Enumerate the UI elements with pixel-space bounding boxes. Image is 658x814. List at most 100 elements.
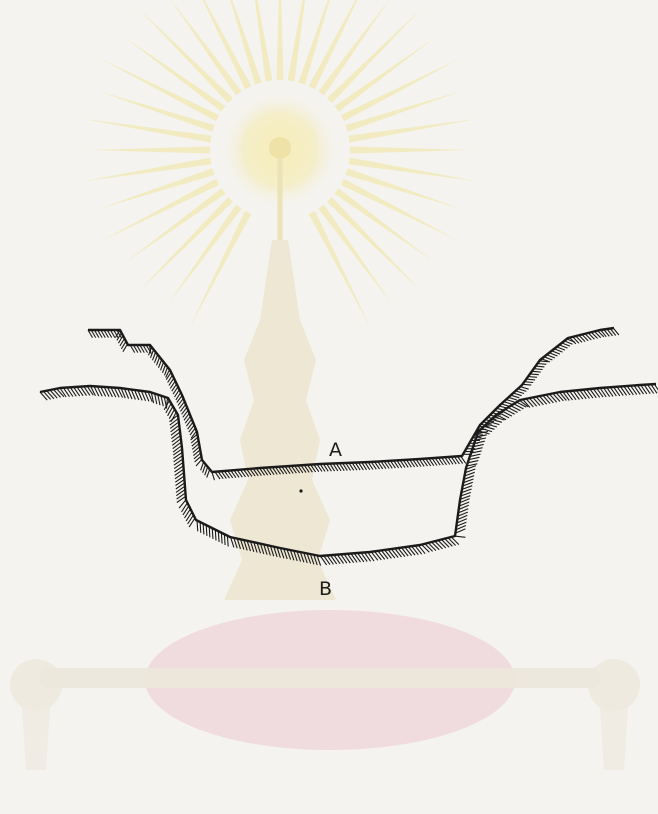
hatch-stroke	[516, 391, 525, 394]
hatch-stroke	[63, 388, 69, 397]
hatch-stroke	[532, 371, 541, 372]
hatch-stroke	[67, 388, 73, 397]
hatch-stroke	[560, 392, 567, 400]
hatch-stroke	[499, 406, 508, 408]
hatch-stroke	[221, 533, 222, 544]
hatch-stroke	[175, 469, 184, 475]
hatch-stroke	[173, 452, 182, 458]
hatch-stroke	[448, 538, 456, 546]
hatch-stroke	[175, 476, 184, 482]
hatch-stroke	[557, 347, 565, 350]
hatch-stroke	[641, 385, 647, 394]
hatch-stroke	[536, 397, 543, 405]
hatch-stroke	[327, 555, 333, 564]
hatch-stroke	[538, 364, 547, 365]
hatch-stroke	[175, 466, 184, 472]
profile-a-label: A	[329, 439, 342, 461]
hatch-stroke	[378, 551, 385, 560]
hatch-stroke	[518, 389, 527, 392]
hatch-stroke	[617, 387, 623, 396]
hatch-stroke	[337, 555, 343, 564]
hatch-stroke	[533, 397, 540, 405]
profile-b-line	[40, 384, 656, 556]
hatch-stroke	[530, 374, 539, 375]
hatch-stroke	[334, 555, 340, 564]
hatch-stroke	[50, 390, 57, 398]
hatch-stroke	[553, 393, 560, 401]
hatch-stroke	[556, 393, 563, 401]
hatch-stroke	[501, 404, 510, 407]
hatch-stroke	[432, 542, 440, 550]
hatch-stroke	[566, 391, 572, 400]
hatch-stroke	[173, 446, 182, 453]
hatch-stroke	[528, 377, 537, 378]
hatch-stroke	[74, 387, 80, 396]
hatch-stroke	[564, 341, 572, 344]
hatch-stroke	[385, 550, 392, 559]
hatch-stroke	[543, 395, 550, 403]
hatch-stroke	[215, 530, 216, 541]
hatch-stroke	[451, 537, 459, 545]
hatch-stroke	[415, 546, 422, 555]
hatch-stroke	[590, 389, 596, 398]
profile-b-hatching	[40, 384, 658, 565]
hatch-stroke	[170, 419, 179, 426]
hatch-stroke	[648, 385, 654, 394]
hatch-stroke	[445, 539, 453, 547]
hatch-stroke	[47, 391, 54, 399]
hatch-stroke	[536, 366, 545, 367]
hatch-stroke	[405, 547, 412, 556]
hatch-stroke	[549, 353, 557, 356]
hatch-stroke	[171, 429, 180, 436]
hatch-stroke	[576, 390, 582, 399]
hatch-stroke	[155, 355, 158, 363]
hatch-stroke	[170, 422, 179, 429]
hatch-stroke	[201, 462, 204, 470]
hatch-stroke	[644, 385, 650, 394]
hatch-stroke	[526, 379, 535, 380]
hatch-stroke	[580, 390, 586, 399]
profile-b-label: B	[319, 578, 332, 600]
hatch-stroke	[388, 550, 395, 559]
hatch-stroke	[583, 390, 589, 399]
hatch-stroke	[587, 389, 593, 398]
hatch-stroke	[534, 369, 543, 370]
hatch-stroke	[53, 389, 60, 397]
hatch-stroke	[441, 540, 449, 548]
hatch-stroke	[597, 388, 603, 397]
hatch-stroke	[552, 351, 560, 354]
ink-dot	[299, 489, 302, 492]
hatch-stroke	[511, 395, 520, 398]
hatch-stroke	[159, 360, 162, 368]
hatch-stroke	[562, 343, 570, 346]
hatch-stroke	[554, 349, 562, 352]
hatch-stroke	[341, 554, 347, 563]
hatch-stroke	[573, 391, 579, 400]
hatch-stroke	[610, 387, 616, 396]
hatch-stroke	[435, 541, 443, 549]
hatch-stroke	[550, 394, 557, 402]
hatch-stroke	[176, 483, 185, 489]
hatch-stroke	[524, 382, 533, 383]
hatch-stroke	[358, 553, 364, 562]
hatch-stroke	[209, 527, 210, 538]
hatch-stroke	[176, 479, 185, 485]
hatch-stroke	[637, 385, 643, 394]
hatch-stroke	[506, 400, 514, 403]
hatch-stroke	[348, 554, 354, 563]
hatch-stroke	[508, 397, 517, 400]
hatch-stroke	[176, 490, 185, 496]
hatch-stroke	[402, 548, 409, 557]
hatch-stroke	[200, 522, 201, 533]
hatch-stroke	[207, 469, 210, 477]
hatch-stroke	[171, 432, 180, 439]
hatch-stroke	[546, 395, 553, 403]
hatch-stroke	[173, 449, 182, 455]
hatch-stroke	[375, 551, 382, 560]
hatch-stroke	[523, 384, 532, 385]
hatch-stroke	[398, 548, 405, 557]
hatch-stroke	[174, 459, 183, 465]
hatch-stroke	[563, 392, 570, 401]
